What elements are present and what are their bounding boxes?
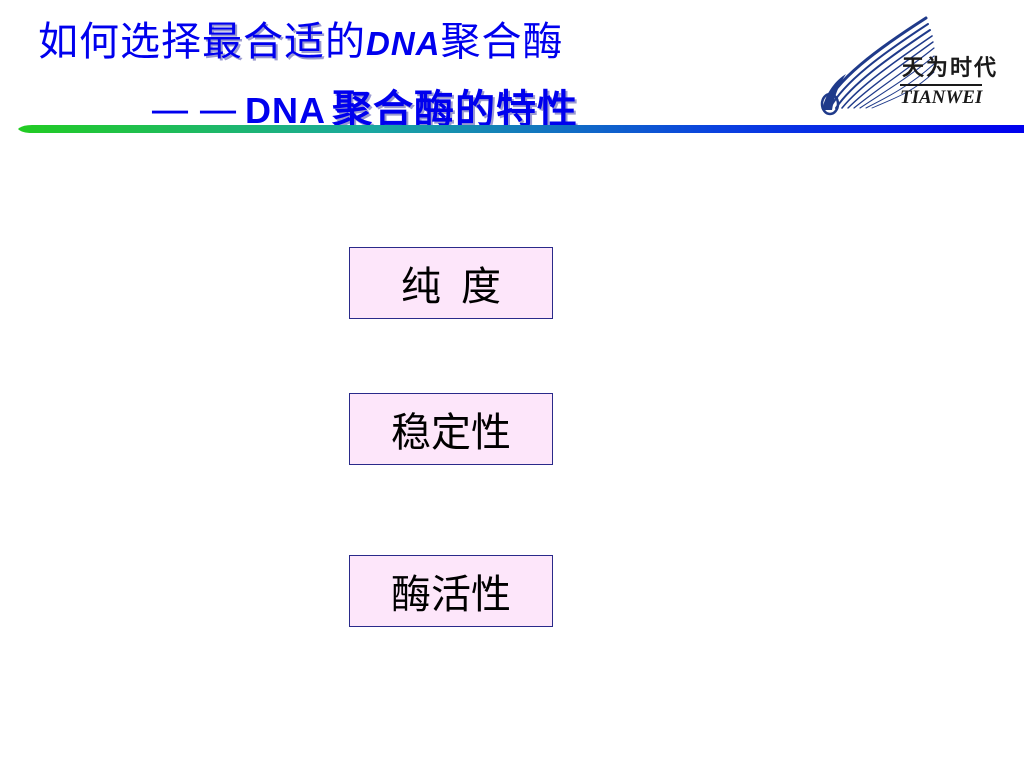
property-box-purity: 纯度 [349, 247, 553, 319]
title-text-part3: 聚合酶 [440, 19, 564, 65]
title-dna: DNA [366, 25, 441, 62]
title-text-part2: 的 [325, 19, 366, 65]
feather-swoosh-logo-icon [820, 16, 935, 116]
title-emphasis: 最合适 [202, 19, 325, 65]
property-label: 稳定性 [391, 410, 511, 456]
logo-english-text: TIANWEI [900, 84, 983, 109]
property-label: 纯度 [401, 264, 521, 310]
title-text-part1: 如何选择 [38, 19, 202, 65]
slide-title: 如何选择最合适的DNA聚合酶 [38, 12, 564, 74]
title-divider-rule [18, 125, 1024, 133]
subtitle-dna: DNA [245, 90, 326, 131]
property-box-stability: 稳定性 [349, 393, 553, 465]
property-label: 酶活性 [391, 572, 511, 618]
property-box-enzyme-activity: 酶活性 [349, 555, 553, 627]
logo-chinese-text: 天为时代 [902, 55, 999, 81]
